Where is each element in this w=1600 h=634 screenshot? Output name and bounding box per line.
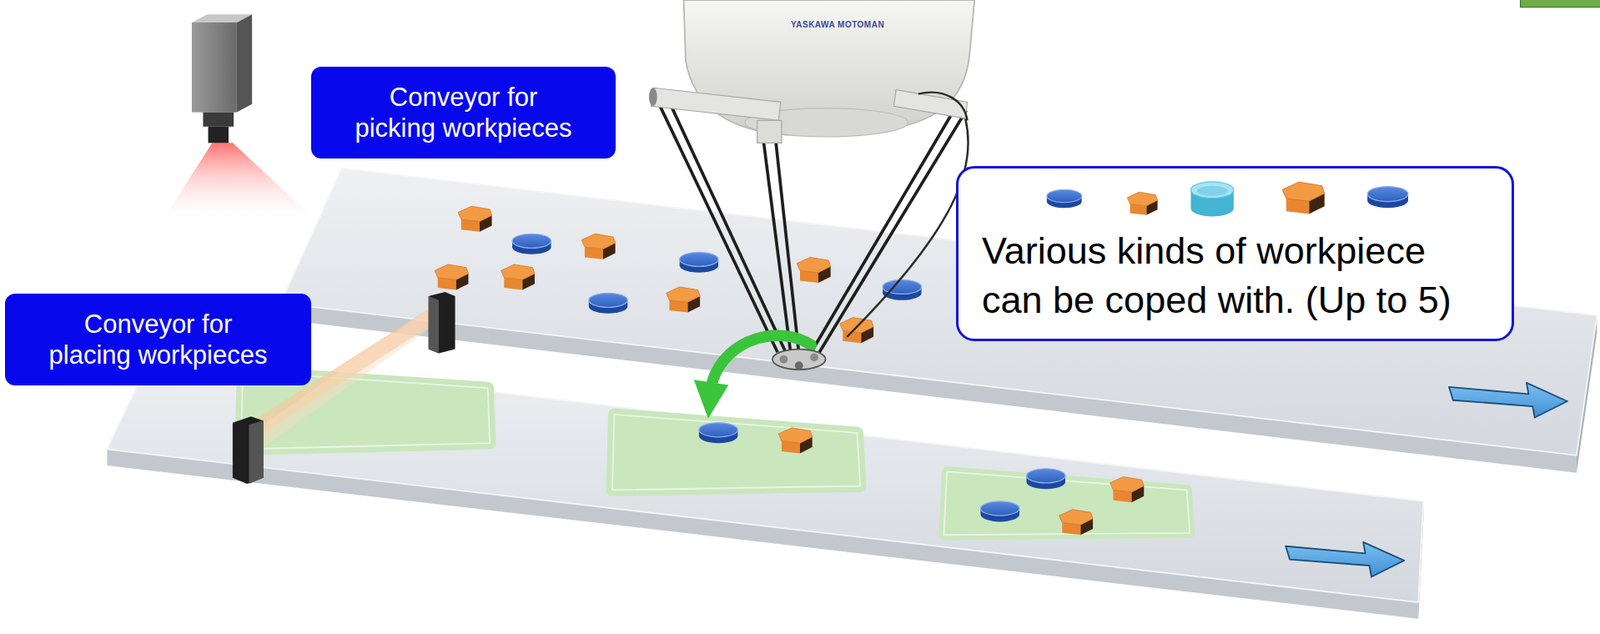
hex-workpiece <box>796 256 831 283</box>
disc-icon <box>1046 189 1082 208</box>
delta-robot <box>649 0 975 419</box>
workpieces <box>434 206 921 343</box>
robot-arm <box>650 87 780 121</box>
camera-light-cone <box>161 142 318 222</box>
disc-workpiece <box>679 251 719 272</box>
transfer-arrowhead <box>694 379 730 419</box>
camera-side <box>236 14 252 112</box>
cylinder-icon <box>1190 181 1233 217</box>
box-text: Conveyor for placing workpieces <box>45 308 272 371</box>
robot-arm-cap <box>649 87 658 106</box>
box-text: Various kinds of workpiece can be coped … <box>981 226 1483 325</box>
callout-ground <box>956 167 1514 342</box>
robot-joint <box>810 352 819 362</box>
hex-icon <box>1127 191 1158 216</box>
box-text: Conveyor for picking workpieces <box>351 81 577 144</box>
sensor-emitter <box>428 296 439 354</box>
hex-workpiece <box>457 206 492 232</box>
conveyor-label: Conveyor for picking workpieces <box>311 66 616 159</box>
workpiece-icons <box>1046 181 1409 217</box>
robot-arm <box>894 90 968 119</box>
corner-tab <box>1520 0 1600 8</box>
hex-workpiece <box>778 427 812 454</box>
flow-arrow <box>1285 542 1404 578</box>
robot-arm <box>757 120 782 143</box>
disc-workpiece <box>588 292 628 313</box>
disc-workpiece <box>512 233 551 254</box>
tray-rim <box>943 471 1190 535</box>
hex-icon <box>1282 181 1324 214</box>
tray <box>612 414 861 491</box>
tray <box>943 471 1190 535</box>
disc-workpiece <box>1026 468 1066 489</box>
placed-workpieces <box>699 422 1144 536</box>
camera <box>161 14 318 223</box>
sensor-emitter <box>428 291 456 353</box>
robot-cable <box>846 118 968 338</box>
robot-end-effector <box>772 349 826 370</box>
hex-workpiece <box>581 233 615 260</box>
camera-body <box>191 22 237 113</box>
robot-joint <box>794 361 804 370</box>
flow-arrow <box>1449 382 1568 418</box>
tray-rim <box>612 414 861 491</box>
hex-workpiece <box>840 317 874 344</box>
conveyor-label: Conveyor for placing workpieces <box>5 293 312 386</box>
camera-lens <box>208 126 229 144</box>
hex-workpiece <box>434 264 468 291</box>
trays <box>241 371 1191 535</box>
sensor-receiver <box>248 420 263 484</box>
sensor-receiver <box>232 416 264 484</box>
robot-joint <box>779 355 789 364</box>
camera-lens <box>202 112 234 127</box>
robot-rods <box>658 101 967 354</box>
brand-logo: YASKAWA MOTOMAN <box>790 20 885 30</box>
hex-workpiece <box>1110 477 1144 504</box>
hex-workpiece <box>1059 509 1093 536</box>
robot-cable <box>918 92 968 121</box>
disc-icon <box>1367 186 1409 209</box>
hex-workpiece <box>501 264 535 291</box>
hex-workpiece <box>666 286 700 313</box>
disc-workpiece <box>882 279 921 300</box>
callout-box: Various kinds of workpiece can be coped … <box>955 166 1515 342</box>
disc-workpiece <box>699 422 738 443</box>
disc-workpiece <box>981 501 1020 522</box>
